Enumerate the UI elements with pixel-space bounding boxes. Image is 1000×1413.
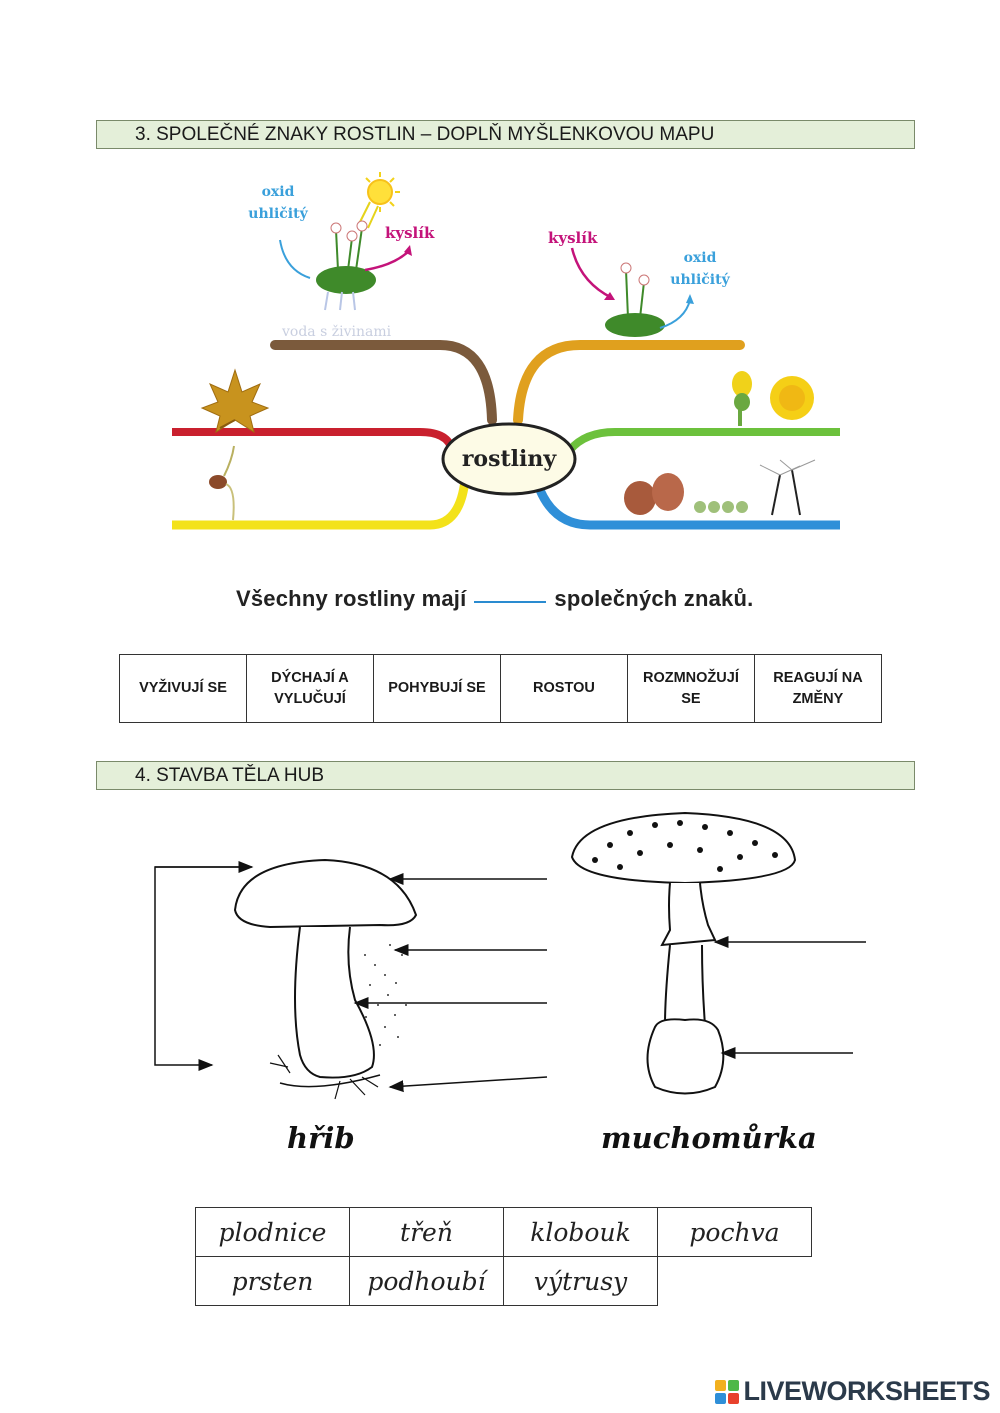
spores-dots <box>364 944 407 1046</box>
cap-spots <box>592 820 778 872</box>
boletus-label: hřib <box>287 1121 355 1155</box>
photosynthesis-plant-icon <box>279 172 412 311</box>
logo-text: LIVEWORKSHEETS <box>743 1376 990 1406</box>
mushroom-diagram <box>154 811 866 1100</box>
branch-red <box>172 428 456 452</box>
amanita-illustration <box>570 811 797 1095</box>
trait-cell[interactable]: REAGUJÍ NA ZMĚNY <box>753 654 883 723</box>
center-node <box>441 422 577 496</box>
word-cell[interactable]: třeň <box>349 1207 504 1257</box>
empty-cell <box>658 1257 812 1306</box>
branch-yellow <box>172 479 470 530</box>
svg-text:uhličitý: uhličitý <box>248 205 308 222</box>
word-cell[interactable]: plodnice <box>195 1207 350 1257</box>
bulbs-seeds-icon <box>624 459 816 516</box>
trait-cell[interactable]: ROSTOU <box>499 654 628 723</box>
left-o2-label: kyslík <box>385 224 435 242</box>
branch-brown <box>270 340 497 425</box>
word-cell[interactable]: podhoubí <box>349 1256 504 1306</box>
liveworksheets-logo: LIVEWORKSHEETS <box>715 1376 990 1407</box>
amanita-label: muchomůrka <box>601 1121 817 1155</box>
bracket-arrow <box>154 866 248 1071</box>
plant-traits-table: VYŽIVUJÍ SE DÝCHAJÍ A VYLUČUJÍ POHYBUJÍ … <box>119 654 883 723</box>
word-cell[interactable]: klobouk <box>503 1207 658 1257</box>
word-cell[interactable]: prsten <box>195 1256 350 1306</box>
trait-cell[interactable]: ROZMNOŽUJÍ SE <box>626 654 755 723</box>
sentence-start: Všechny rostliny mají <box>236 586 467 611</box>
word-cell[interactable]: pochva <box>657 1207 812 1257</box>
sentence-end: společných znaků. <box>554 586 754 611</box>
trait-cell[interactable]: DÝCHAJÍ A VYLUČUJÍ <box>245 654 374 723</box>
right-co2-label: oxid <box>684 250 717 266</box>
flowers-icon <box>732 371 814 426</box>
left-co2-label: oxid <box>262 184 295 200</box>
trait-cell[interactable]: POHYBUJÍ SE <box>372 654 501 723</box>
branch-green <box>566 428 840 453</box>
plant-mind-map: rostliny oxid uhličitý kyslík voda s živ… <box>172 172 840 530</box>
logo-icon <box>715 1379 740 1404</box>
section-4-title: 4. STAVBA TĚLA HUB <box>96 761 915 790</box>
label-arrow <box>388 1076 548 1093</box>
mycelium-lines <box>269 1054 379 1100</box>
answer-blank[interactable] <box>474 601 547 603</box>
word-bank-table: plodnice třeň klobouk pochva prsten podh… <box>195 1207 812 1306</box>
right-o2-label: kyslík <box>548 229 598 247</box>
branch-orange <box>513 340 745 425</box>
fill-in-sentence: Všechny rostliny mají společných znaků. <box>236 586 753 612</box>
water-label: voda s živinami <box>281 324 392 340</box>
branch-blue <box>535 488 840 530</box>
maple-leaf-icon <box>200 368 270 434</box>
section-3-title: 3. SPOLEČNÉ ZNAKY ROSTLIN – DOPLŇ MYŠLEN… <box>96 120 915 149</box>
boletus-illustration <box>233 858 418 1088</box>
respiration-plant-icon <box>570 247 694 337</box>
svg-text:uhličitý: uhličitý <box>670 271 730 288</box>
center-label: rostliny <box>462 446 558 472</box>
seedling-icon <box>209 445 235 521</box>
word-cell[interactable]: výtrusy <box>503 1256 658 1306</box>
trait-cell[interactable]: VYŽIVUJÍ SE <box>119 654 247 723</box>
